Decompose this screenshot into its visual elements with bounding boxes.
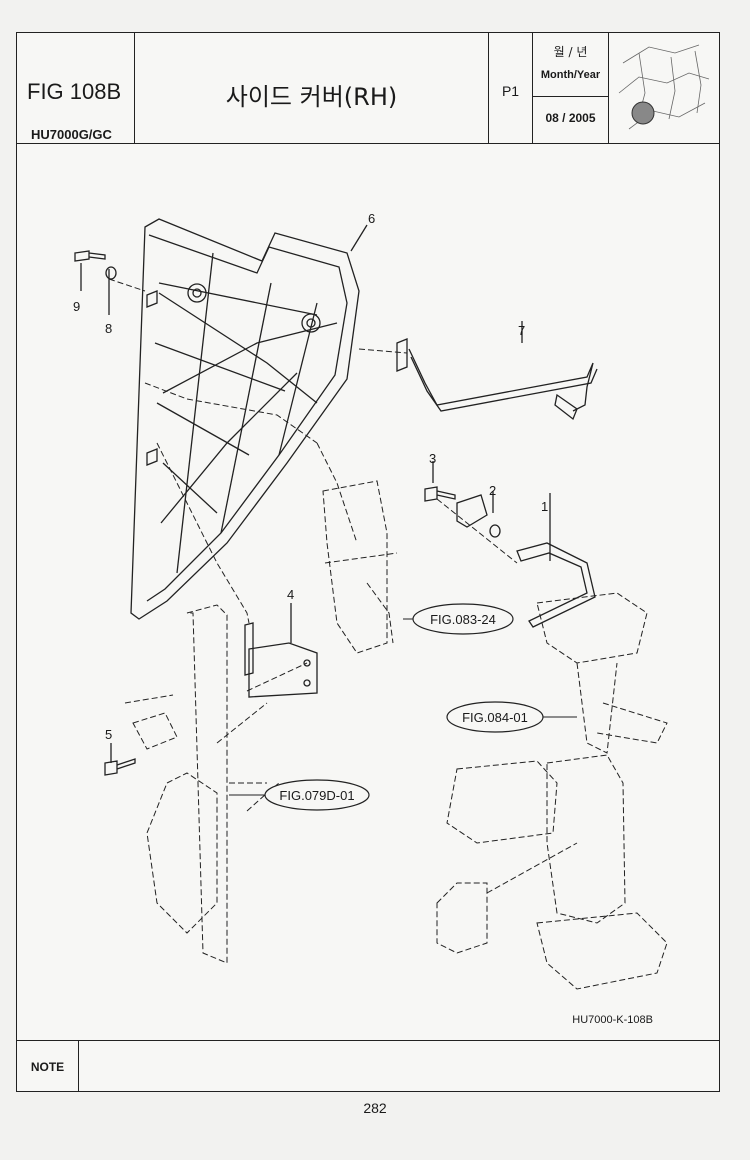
- date-label-korean: 월 / 년: [553, 45, 588, 59]
- ref-fig-084-01: FIG.084-01: [462, 710, 528, 725]
- date-cell: 월 / 년 Month/Year 08 / 2005: [533, 33, 609, 143]
- parts-diagram: 6 7 3 2 1 4 8 9 5 FIG.083-24 FIG.08: [73, 211, 668, 1026]
- frame-post: [186, 604, 228, 964]
- page-number: 282: [363, 1100, 387, 1116]
- fig-cell: FIG 108B HU7000G/GC: [17, 33, 135, 143]
- callout-8: 8: [105, 321, 112, 336]
- hinge-bracket: [248, 642, 318, 698]
- bracket-part: [516, 542, 596, 628]
- callout-2: 2: [489, 483, 496, 498]
- callout-6: 6: [368, 211, 375, 226]
- sheet-header: FIG 108B HU7000G/GC 사이드 커버(RH) P1 월 / 년 …: [17, 33, 719, 144]
- note-row: NOTE: [17, 1040, 719, 1092]
- ref-fig-083-24: FIG.083-24: [430, 612, 496, 627]
- location-thumbnail: [618, 44, 710, 130]
- exploded-view-drawing: 6 7 3 2 1 4 8 9 5 FIG.083-24 FIG.08: [17, 143, 719, 1039]
- page-cell: P1: [489, 33, 533, 143]
- figure-number: FIG 108B: [27, 79, 122, 104]
- drawing-code: HU7000-K-108B: [572, 1014, 653, 1026]
- date-label-english: Month/Year: [540, 69, 601, 81]
- parts-sheet: FIG 108B HU7000G/GC 사이드 커버(RH) P1 월 / 년 …: [16, 32, 720, 1092]
- callout-7: 7: [518, 323, 525, 338]
- page-indicator: P1: [501, 83, 520, 99]
- location-marker-icon: [631, 101, 655, 125]
- callout-9: 9: [73, 299, 80, 314]
- title-cell: 사이드 커버(RH): [135, 33, 489, 143]
- date-label-box: 월 / 년 Month/Year: [533, 33, 608, 97]
- ref-fig-079d-01: FIG.079D-01: [279, 788, 354, 803]
- callout-1: 1: [541, 499, 548, 514]
- rod-part: [408, 348, 594, 412]
- callout-4: 4: [287, 587, 294, 602]
- thumbnail-cell: [609, 33, 719, 143]
- note-label: NOTE: [17, 1041, 79, 1092]
- side-cover-panel: [130, 218, 360, 620]
- model-name: HU7000G/GC: [31, 127, 112, 142]
- callout-3: 3: [429, 451, 436, 466]
- sheet-title: 사이드 커버(RH): [225, 83, 398, 111]
- date-value: 08 / 2005: [545, 111, 596, 125]
- callout-5: 5: [105, 727, 112, 742]
